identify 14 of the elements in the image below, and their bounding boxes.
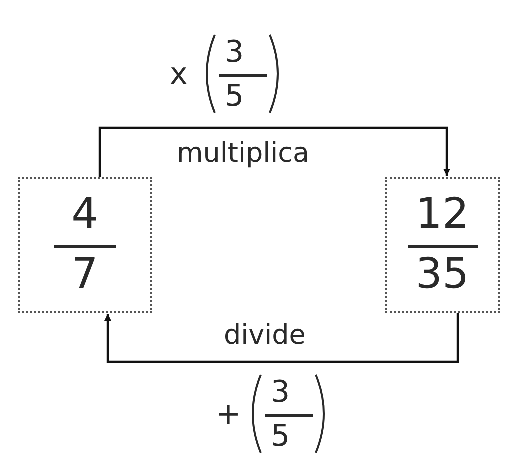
denominator: 7 [70, 253, 100, 295]
arrow [98, 126, 450, 177]
denominator: 5 [225, 82, 244, 112]
numerator: 12 [414, 193, 470, 235]
arrow [104, 313, 460, 364]
operator: x [170, 60, 188, 90]
operator: + [216, 400, 242, 430]
numerator: 4 [70, 193, 100, 235]
denominator: 35 [414, 253, 470, 295]
numerator: 3 [271, 378, 290, 408]
denominator: 5 [271, 422, 290, 452]
dotted-box [385, 177, 500, 313]
numerator: 3 [225, 38, 244, 68]
dotted-box [18, 177, 152, 313]
